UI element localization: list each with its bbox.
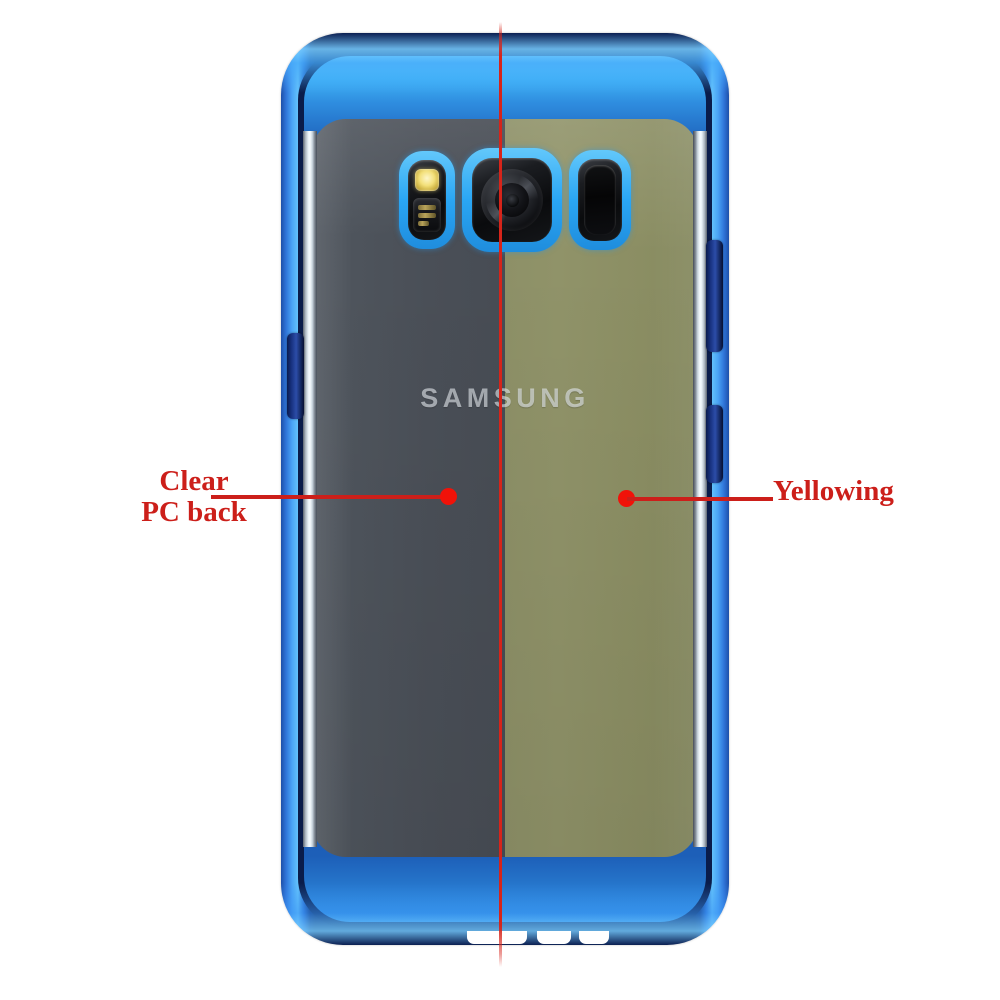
heart-rate-sensor-icon: [413, 198, 441, 232]
power-button[interactable]: [706, 405, 723, 483]
led-flash-icon: [415, 169, 439, 191]
main-camera-lens-cell: [462, 148, 562, 252]
callout-clear-pc-back: Clear PC back: [88, 465, 457, 538]
flash-and-sensor-cell: [399, 151, 455, 249]
volume-button[interactable]: [706, 240, 723, 352]
callout-label-clear: Clear PC back: [141, 465, 247, 529]
callout-yellowing: Yellowing: [618, 475, 948, 536]
lens-cell-inner: [472, 158, 552, 242]
camera-module: [399, 146, 631, 254]
sensor-strip: [418, 213, 436, 218]
camera-lens-aperture: [505, 193, 519, 207]
speaker-cutout-a: [537, 931, 571, 944]
sensor-strip: [418, 221, 429, 226]
leader-line-right: [627, 497, 773, 501]
usb-c-port-cutout: [467, 931, 527, 944]
speaker-cutout-b: [579, 931, 609, 944]
fingerprint-sensor-cell: [569, 150, 631, 250]
leader-line-left: [211, 495, 449, 499]
comparison-divider-line: [499, 22, 502, 967]
sensor-strip: [418, 205, 436, 210]
fingerprint-sensor-pad: [584, 165, 616, 235]
leader-dot-left: [440, 488, 457, 505]
samsung-brand-logo: SAMSUNG: [420, 383, 590, 413]
flash-cell-inner: [408, 160, 446, 240]
sensor-cell-inner: [578, 159, 622, 241]
callout-label-yellowing: Yellowing: [773, 475, 894, 507]
